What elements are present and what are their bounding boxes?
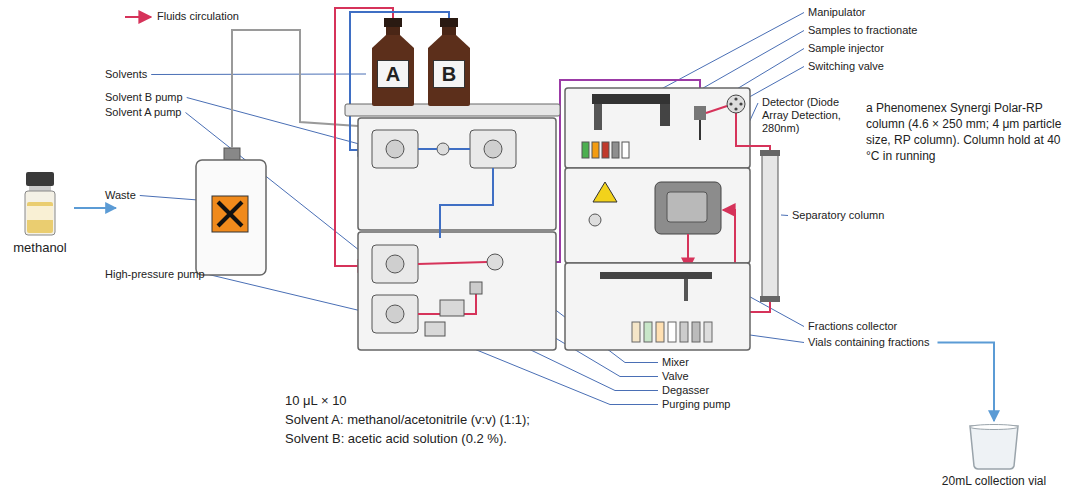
- part-label: Solvent A pump: [105, 106, 181, 119]
- column-note: a Phenomenex Synergi Polar-RP column (4.…: [866, 100, 1064, 164]
- part-label: High-pressure pump: [105, 268, 205, 281]
- input-arrow: [74, 208, 116, 209]
- fraction-collector-module: [565, 263, 750, 350]
- collection-vial: 20mL collection vial: [928, 424, 1060, 494]
- part-label: Fractions collector: [808, 320, 897, 333]
- bottle-label: A: [377, 60, 409, 88]
- legend-text: Fluids circulation: [157, 10, 239, 23]
- separatory-column: [760, 150, 780, 302]
- solvent-note: Solvent B: acetic acid solution (0.2 %).: [285, 430, 507, 447]
- waste-canister: [196, 148, 266, 275]
- sample-vial-icon: [22, 172, 58, 236]
- bottle-label: B: [433, 60, 465, 88]
- part-label: Vials containing fractions: [808, 336, 929, 349]
- part-label: Sample injector: [808, 42, 884, 55]
- leader-line: [781, 215, 788, 217]
- sample-vial: methanol: [8, 172, 72, 264]
- vial-label: 20mL collection vial: [928, 474, 1060, 489]
- part-label: Valve: [662, 370, 689, 383]
- legend-arrow: [125, 17, 151, 18]
- leader-line: [151, 74, 366, 76]
- pump-module: [358, 118, 556, 350]
- leader-line: [140, 196, 198, 201]
- collection-vial-icon: [966, 424, 1022, 470]
- leader-line: [209, 275, 374, 315]
- part-label: Detector (Diode Array Detection, 280nm): [762, 96, 860, 135]
- part-label: Manipulator: [808, 6, 865, 19]
- vial-label: methanol: [8, 240, 72, 255]
- autosampler-module: [565, 88, 770, 168]
- part-label: Samples to fractionate: [808, 24, 917, 37]
- part-label: Purging pump: [662, 398, 731, 411]
- solvent-bottle: B: [424, 18, 474, 106]
- solvent-bottle: A: [368, 18, 418, 106]
- part-label: Waste: [105, 189, 136, 202]
- leader-line: [744, 67, 804, 101]
- leader-line: [650, 13, 804, 96]
- part-label: Solvent B pump: [105, 91, 183, 104]
- part-label: Mixer: [662, 356, 689, 369]
- solvent-note: Solvent A: methanol/acetonitrile (v:v) (…: [285, 411, 530, 428]
- part-label: Degasser: [662, 384, 709, 397]
- part-label: Switching valve: [808, 60, 884, 73]
- part-label: Separatory column: [792, 209, 884, 222]
- injection-note: 10 μL × 10: [285, 392, 347, 409]
- part-label: Solvents: [105, 68, 147, 81]
- output-arrow: [938, 343, 995, 422]
